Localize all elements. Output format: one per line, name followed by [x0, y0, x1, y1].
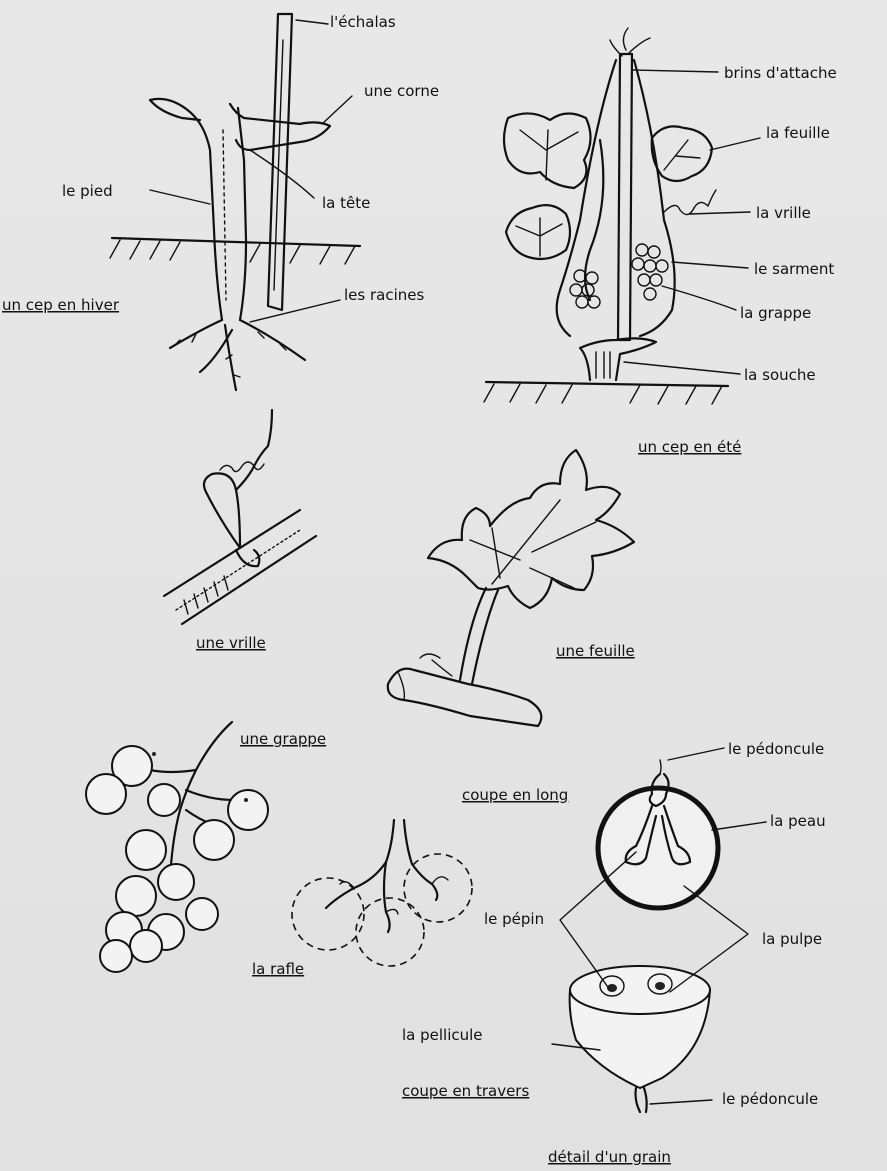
label-coupe-long: coupe en long [462, 786, 568, 804]
title-une-vrille: une vrille [196, 634, 266, 652]
summer-vine-drawing [484, 28, 760, 404]
title-la-rafle: la rafle [252, 960, 304, 978]
title-cep-hiver: un cep en hiver [2, 296, 120, 314]
label-souche: la souche [744, 366, 816, 384]
label-brins: brins d'attache [724, 64, 837, 82]
label-echalas: l'échalas [330, 13, 396, 31]
label-racines: les racines [344, 286, 424, 304]
title-detail-grain: détail d'un grain [548, 1148, 671, 1166]
title-une-grappe: une grappe [240, 730, 326, 748]
label-pellicule: la pellicule [402, 1026, 483, 1044]
label-pedoncule-bottom: le pédoncule [722, 1090, 818, 1108]
label-coupe-travers: coupe en travers [402, 1082, 529, 1100]
label-grappe: la grappe [740, 304, 811, 322]
label-pulpe: la pulpe [762, 930, 822, 948]
labels-group: l'échalas une corne le pied la tête les … [2, 13, 837, 1166]
stalk-drawing [292, 820, 472, 966]
leaf-drawing [388, 450, 634, 726]
label-peau: la peau [770, 812, 826, 830]
label-vrille: la vrille [756, 204, 811, 222]
summer-grape-cluster-right [632, 244, 668, 300]
title-une-feuille: une feuille [556, 642, 635, 660]
tendril-drawing [164, 410, 316, 624]
label-pepin: le pépin [484, 910, 544, 928]
title-cep-ete: un cep en été [638, 438, 741, 456]
label-corne: une corne [364, 82, 439, 100]
label-tete: la tête [322, 194, 370, 212]
grape-berry-section-drawing [552, 748, 766, 1112]
label-pedoncule-top: le pédoncule [728, 740, 824, 758]
label-sarment: le sarment [754, 260, 834, 278]
label-feuille: la feuille [766, 124, 830, 142]
grape-bunch-drawing [86, 722, 268, 972]
label-pied: le pied [62, 182, 113, 200]
